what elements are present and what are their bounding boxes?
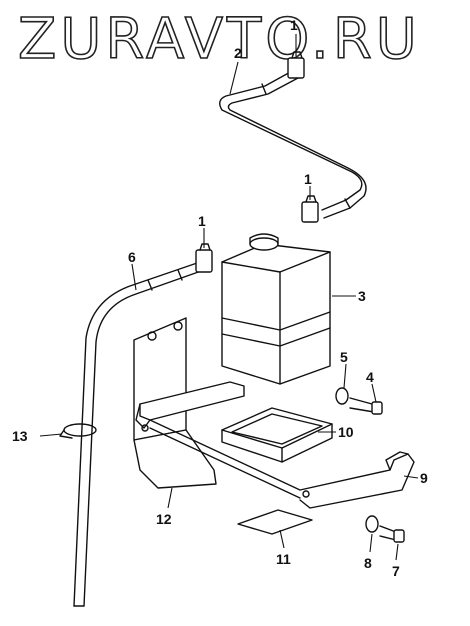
hose-clamp-lower <box>195 243 213 273</box>
callout-11: 11 <box>276 551 291 567</box>
hose-clip <box>59 423 97 439</box>
hose-upper <box>219 69 367 219</box>
bolt-upper <box>335 387 383 415</box>
callout-10: 10 <box>338 424 354 440</box>
callout-7: 7 <box>392 563 400 579</box>
callout-1-middle: 1 <box>304 171 312 187</box>
hose-clamp-top <box>287 51 305 79</box>
callout-4: 4 <box>366 369 374 385</box>
hose-lower <box>73 261 205 607</box>
retaining-strap <box>135 381 415 509</box>
callout-5: 5 <box>340 349 348 365</box>
callout-3: 3 <box>358 288 366 304</box>
coolant-reservoir <box>221 233 331 385</box>
rubber-pad <box>237 509 313 535</box>
callout-13: 13 <box>12 428 28 444</box>
callout-1-top: 1 <box>290 17 298 33</box>
leader-lines <box>39 34 419 561</box>
hose-clamp-middle <box>301 195 319 223</box>
reservoir-tray <box>221 407 333 463</box>
callout-12: 12 <box>156 511 172 527</box>
callout-6: 6 <box>128 249 136 265</box>
callout-8: 8 <box>364 555 372 571</box>
watermark-logo: ZURAVTO.RU <box>18 7 421 72</box>
callout-2: 2 <box>234 45 242 61</box>
callout-1-lower: 1 <box>198 213 206 229</box>
bolt-lower <box>365 515 405 543</box>
callout-9: 9 <box>420 470 428 486</box>
